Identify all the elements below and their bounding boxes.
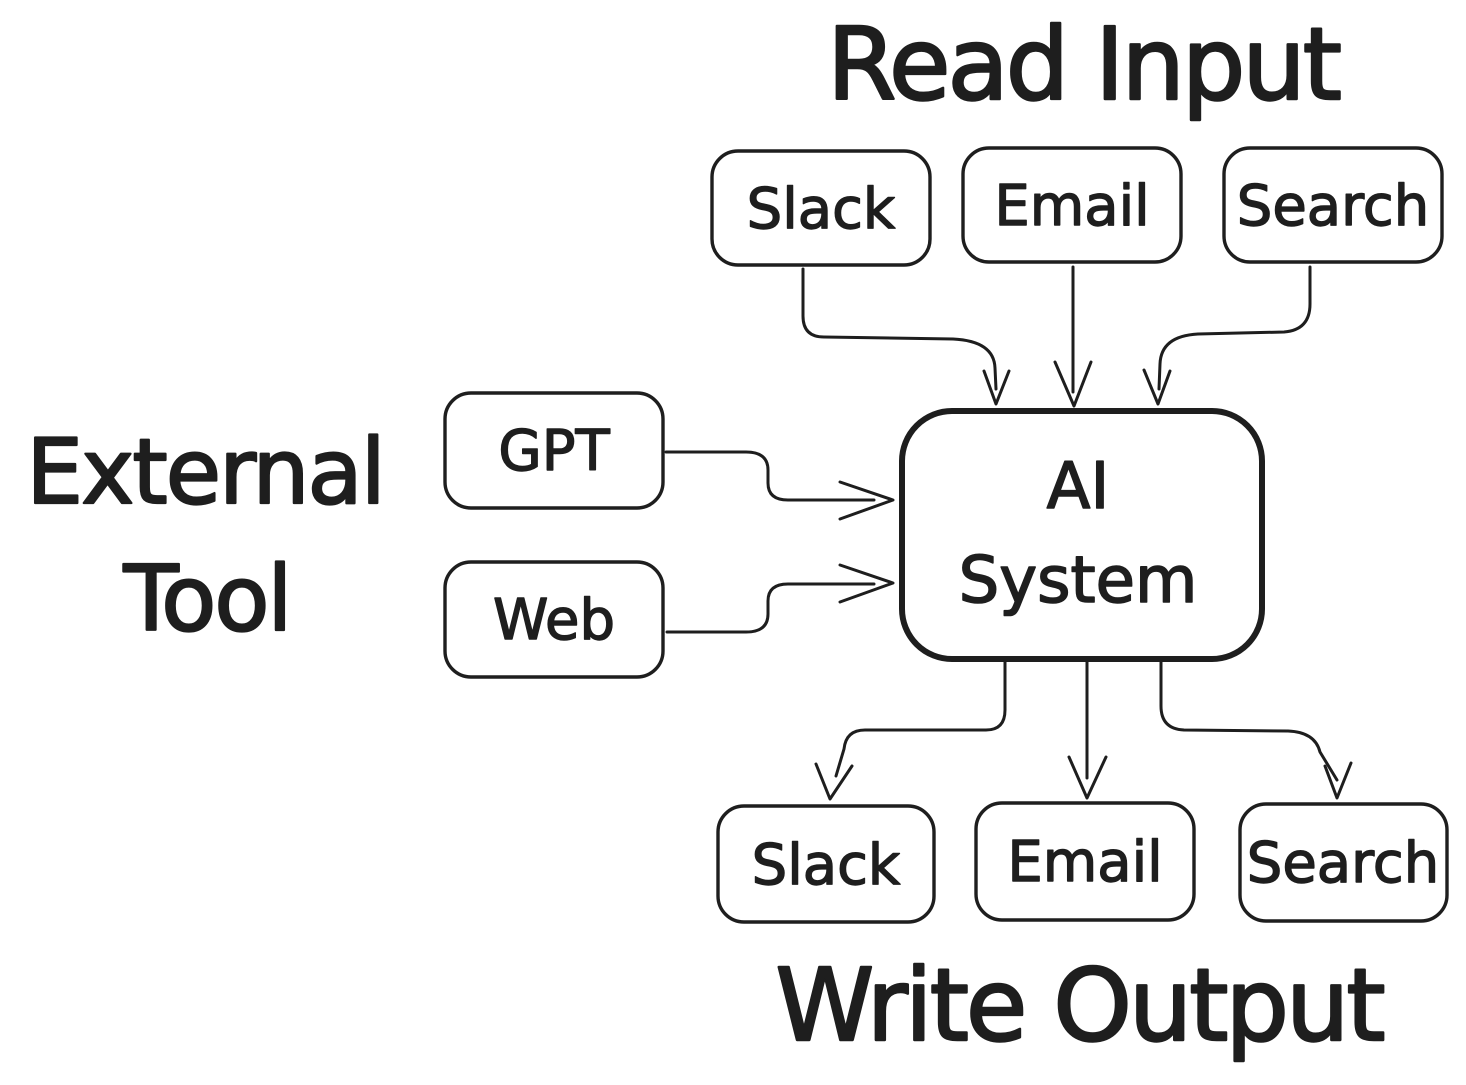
edge-gpt-to-ai [664, 450, 895, 521]
node-ai-system: AI System [899, 408, 1265, 662]
edge-input-email-to-ai [1053, 265, 1093, 408]
node-input-email-label: Email [994, 174, 1149, 239]
node-ai-system-label-line1: AI [1047, 450, 1110, 524]
node-input-slack-label: Slack [747, 177, 896, 242]
node-input-email-box [961, 146, 1183, 264]
arrow-down-icon [1067, 755, 1108, 800]
edge-web-to-ai [665, 563, 895, 634]
node-input-email: Email [961, 146, 1183, 264]
node-output-search: Search [1238, 802, 1449, 923]
node-output-search-label: Search [1247, 831, 1439, 896]
title-read-input: Read Input [827, 6, 1340, 123]
title-external-tool-line2: Tool [123, 547, 291, 652]
arrow-down-icon [814, 762, 854, 801]
edge-input-search-shaft [1157, 265, 1312, 391]
node-output-email: Email [974, 801, 1196, 922]
node-input-search-label: Search [1237, 174, 1429, 239]
node-web: Web [443, 560, 665, 679]
arrow-down-icon [1053, 360, 1093, 408]
node-output-slack-box [716, 804, 936, 924]
node-web-label: Web [493, 588, 615, 653]
arrow-down-icon [1323, 761, 1353, 800]
node-ai-system-label-line2: System [959, 544, 1198, 618]
node-ai-system-box [899, 408, 1265, 662]
edge-ai-to-output-search [1159, 657, 1353, 800]
edges-layer [664, 265, 1353, 801]
node-input-search: Search [1222, 146, 1444, 264]
arrow-down-icon [1142, 368, 1172, 406]
node-gpt-box [443, 391, 665, 510]
edge-input-slack-to-ai [801, 267, 1011, 406]
title-write-output: Write Output [775, 947, 1383, 1064]
edge-ai-to-output-email [1067, 658, 1108, 800]
node-output-search-box [1238, 802, 1449, 923]
edge-web-shaft [665, 582, 876, 634]
edge-ai-to-output-slack [814, 658, 1007, 801]
edge-input-search-to-ai [1142, 265, 1312, 406]
node-input-slack-box [710, 149, 932, 267]
nodes-layer: Slack Email Search GPT Web [443, 146, 1449, 924]
edge-output-search-shaft [1159, 657, 1339, 782]
node-input-slack: Slack [710, 149, 932, 267]
edge-output-slack-shaft [834, 658, 1007, 778]
node-gpt-label: GPT [498, 419, 610, 484]
titles-layer: Read Input Write Output External Tool [25, 5, 1387, 1065]
node-output-email-box [974, 801, 1196, 922]
node-input-search-box [1222, 146, 1444, 264]
node-web-box [443, 560, 665, 679]
edge-input-slack-shaft [801, 267, 998, 391]
node-output-slack: Slack [716, 804, 936, 924]
arrow-right-icon [838, 563, 895, 604]
arrow-right-icon [838, 480, 895, 521]
title-external-tool-line1: External [26, 420, 383, 525]
node-gpt: GPT [443, 391, 665, 510]
arrow-down-icon [982, 369, 1011, 406]
node-output-email-label: Email [1007, 830, 1162, 895]
node-output-slack-label: Slack [752, 833, 901, 898]
edge-gpt-shaft [664, 450, 876, 502]
